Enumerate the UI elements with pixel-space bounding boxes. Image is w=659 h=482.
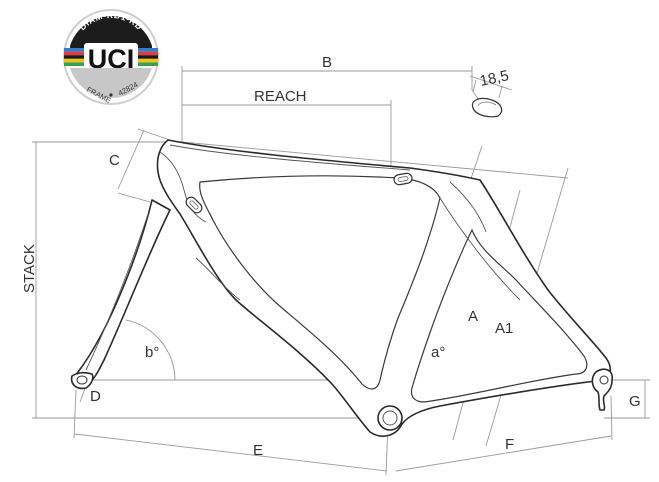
badge-dot: [109, 93, 113, 97]
seatpost-shape-icon: [471, 97, 503, 118]
label-a: A: [468, 308, 478, 325]
label-a1: A1: [495, 320, 513, 337]
label-stack: STACK: [21, 244, 38, 293]
label-e: E: [253, 442, 263, 459]
uci-badge: DIAM-RB1-RD UCI FRAME 42824: [63, 9, 159, 105]
dimension-labels: B REACH 18,5 C STACK b° a° A A1 D E F G: [21, 54, 641, 459]
label-c: C: [109, 152, 120, 169]
bike-frame-drawing: [70, 139, 614, 437]
label-seatpost-width: 18,5: [478, 67, 510, 90]
label-a-angle: a°: [431, 344, 445, 361]
label-b-angle: b°: [145, 344, 159, 361]
label-d: D: [90, 388, 101, 405]
label-f: F: [505, 436, 514, 453]
label-b: B: [322, 54, 332, 71]
label-g: G: [629, 393, 641, 410]
label-reach: REACH: [254, 88, 307, 105]
